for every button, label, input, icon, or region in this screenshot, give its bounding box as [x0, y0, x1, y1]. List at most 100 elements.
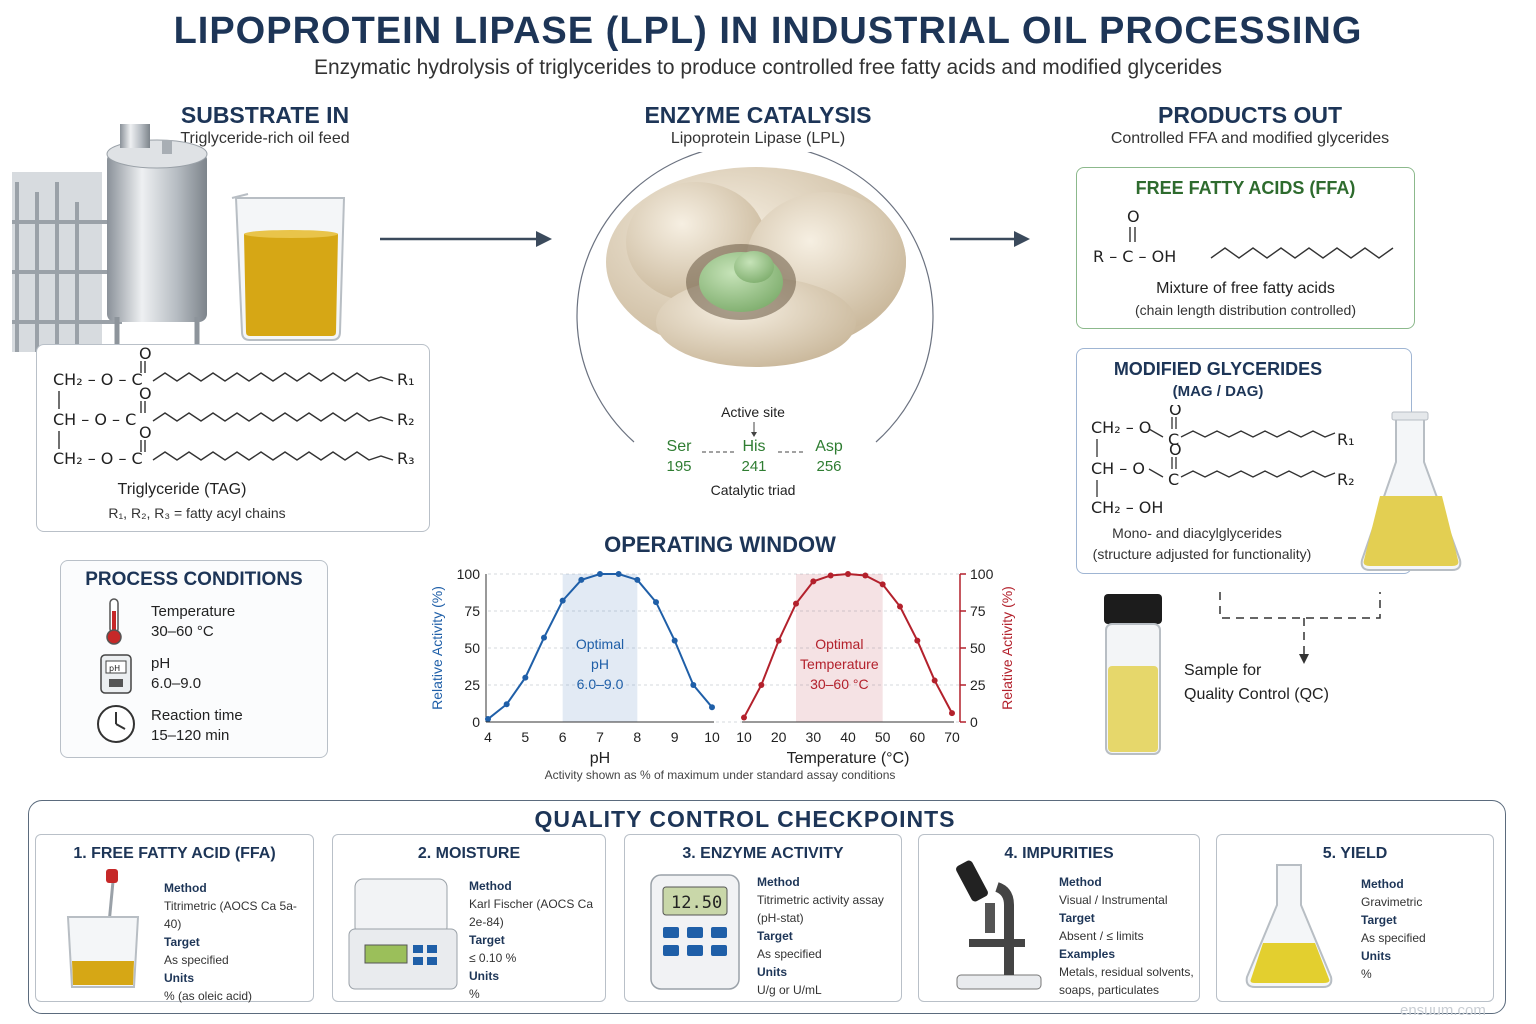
sample-label-1: Sample for: [1184, 662, 1262, 679]
qc-value: Visual / Instrumental: [1059, 893, 1168, 907]
data-point-temp: [897, 603, 903, 610]
x-tick-temp: 50: [875, 729, 891, 745]
qc-card-title: 1. FREE FATTY ACID (FFA): [73, 845, 276, 862]
optimal-band-temp: [796, 574, 883, 722]
condition-ph-value: 6.0–9.0: [151, 675, 202, 692]
qc-card-yield: 5. YIELD Method Gravimetric Target As sp…: [1216, 834, 1494, 1002]
data-point-temp: [741, 714, 747, 721]
moisture-analyzer-icon: [348, 878, 458, 990]
mod-title: MODIFIED GLYCERIDES: [1113, 359, 1323, 379]
tag-r1-label: R₁: [397, 370, 415, 389]
sample-vial-illustration: [1104, 594, 1162, 755]
optimal-band-ph: [562, 574, 638, 722]
condition-temp-value: 30–60 °C: [151, 623, 214, 640]
data-point-ph: [597, 571, 603, 577]
y-tick-right: 75: [970, 603, 986, 619]
y-axis-label-left: Relative Activity (%): [429, 586, 445, 710]
products-subheading: Controlled FFA and modified glycerides: [1110, 130, 1390, 147]
qc-value: As specified: [757, 947, 822, 961]
qc-value: Absent / ≤ limits: [1059, 929, 1144, 943]
qc-label: Target: [1059, 911, 1095, 925]
mod-r1-label: R₁: [1337, 430, 1355, 449]
data-point-ph: [690, 682, 697, 688]
qc-label: Target: [1361, 913, 1397, 927]
data-point-ph: [671, 637, 678, 644]
qc-label: Examples: [1059, 947, 1116, 961]
y-tick-right: 0: [970, 714, 978, 730]
tag-name: Triglyceride (TAG): [117, 481, 247, 498]
clock-icon: [97, 705, 135, 743]
qc-card-title: 4. IMPURITIES: [1004, 845, 1114, 862]
y-tick-left: 50: [464, 640, 480, 656]
qc-label: Method: [164, 881, 207, 895]
optimal-band-label-ph: pH: [591, 656, 609, 672]
data-point-temp: [879, 581, 886, 588]
products-heading: PRODUCTS OUT: [1158, 102, 1342, 128]
mod-row-2: CH – O: [1091, 459, 1145, 478]
qc-card-title: 3. ENZYME ACTIVITY: [682, 845, 844, 862]
triad-his-num: 241: [741, 458, 767, 475]
data-point-ph: [503, 701, 510, 708]
process-conditions-box: PROCESS CONDITIONS Temperature 30–60 °C …: [60, 560, 328, 758]
x-tick-ph: 6: [559, 729, 567, 745]
page-subtitle: Enzymatic hydrolysis of triglycerides to…: [313, 56, 1223, 79]
svg-text:O: O: [139, 423, 152, 442]
product-flask-illustration: [1360, 411, 1462, 571]
conditions-heading: PROCESS CONDITIONS: [85, 569, 303, 590]
qc-value: Titrimetric (AOCS Ca 5a-40): [164, 899, 297, 931]
y-axis-label-right: Relative Activity (%): [999, 586, 1015, 710]
condition-time-value: 15–120 min: [151, 727, 230, 744]
triad-ser: Ser: [666, 438, 692, 455]
x-tick-temp: 40: [840, 729, 856, 745]
x-tick-ph: 8: [633, 729, 641, 745]
x-tick-temp: 70: [944, 729, 960, 745]
qc-label: Units: [469, 969, 499, 983]
titration-beaker-icon: [66, 869, 140, 988]
triad-his: His: [742, 438, 766, 455]
chart-title: OPERATING WINDOW: [604, 532, 836, 557]
tag-r2-label: R₂: [397, 410, 415, 429]
enzyme-heading: ENZYME CATALYSIS: [644, 102, 872, 128]
x-tick-ph: 9: [671, 729, 679, 745]
qc-card-moisture: 2. MOISTURE Method Karl Fischer (AOCS Ca…: [332, 834, 606, 1002]
qc-value: % (as oleic acid): [164, 989, 253, 1003]
optimal-band-label-ph: Optimal: [576, 636, 624, 652]
optimal-band-label-temp: 30–60 °C: [810, 676, 869, 692]
mod-r2-label: R₂: [1337, 470, 1355, 489]
qc-label: Method: [757, 875, 800, 889]
qc-value: Karl Fischer (AOCS Ca 2e-84): [469, 897, 594, 929]
active-site-label: Active site: [721, 404, 785, 420]
substrate-subheading: Triglyceride-rich oil feed: [180, 130, 350, 147]
data-point-temp: [810, 578, 817, 585]
tag-row-2: CH – O – C: [53, 410, 136, 429]
svg-text:pH: pH: [109, 664, 120, 673]
data-point-temp: [758, 682, 765, 688]
qc-value: Titrimetric activity assay (pH-stat): [757, 893, 884, 925]
data-point-ph: [485, 716, 491, 723]
condition-time-label: Reaction time: [151, 707, 243, 724]
enzyme-subheading: Lipoprotein Lipase (LPL): [670, 130, 846, 147]
qc-value: U/g or U/mL: [757, 983, 822, 997]
qc-value: Gravimetric: [1361, 895, 1423, 909]
data-point-ph: [709, 704, 715, 711]
optimal-band-label-temp: Optimal: [815, 636, 863, 652]
x-tick-temp: 30: [806, 729, 822, 745]
qc-value: As specified: [164, 953, 229, 967]
ffa-structure: O R – C – OH: [1093, 207, 1394, 266]
data-point-ph: [634, 576, 641, 583]
triglyceride-structure: CH₂ – O – C CH – O – C CH₂ – O – C O O O…: [53, 345, 415, 468]
data-point-temp: [845, 571, 851, 577]
mod-glyceride-structure: CH₂ – O CH – O CH₂ – OH O C O C R₁ R₂: [1091, 405, 1355, 517]
oil-beaker-illustration: [231, 193, 346, 341]
catalytic-triad-label: Catalytic triad: [710, 482, 796, 498]
flow-arrow-right: [950, 231, 1030, 247]
ffa-desc-2: (chain length distribution controlled): [1134, 302, 1356, 318]
data-point-temp: [862, 572, 869, 579]
qc-label: Target: [469, 933, 505, 947]
qc-value: As specified: [1361, 931, 1426, 945]
mod-row-3: CH₂ – OH: [1091, 498, 1163, 517]
x-tick-temp: 60: [910, 729, 926, 745]
qc-value: %: [469, 987, 480, 1001]
y-tick-left: 75: [464, 603, 480, 619]
